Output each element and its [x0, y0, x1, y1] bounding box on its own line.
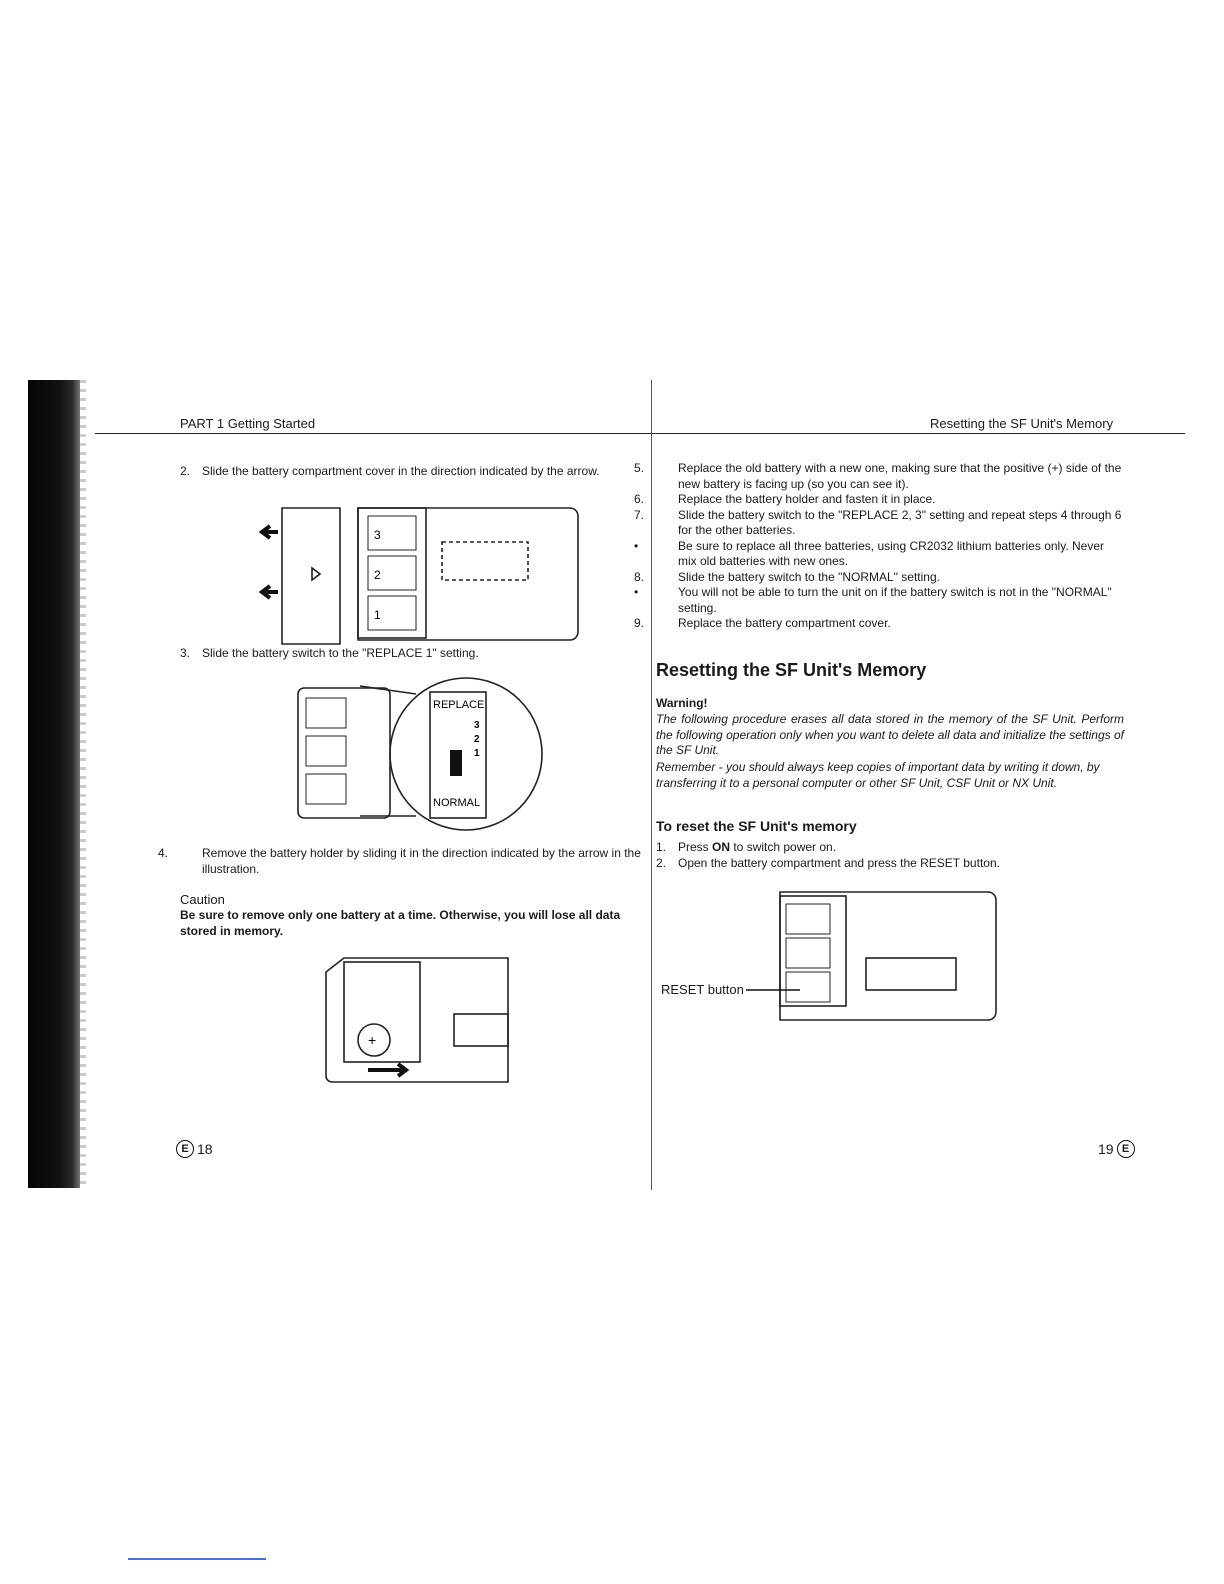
header-right: Resetting the SF Unit's Memory: [930, 416, 1114, 431]
battery-slots: 3 2 1: [367, 515, 417, 631]
on-key: ON: [712, 840, 731, 854]
unit-body: [325, 957, 509, 1083]
reset-steps: 1.Press ON to switch power on. 2.Open th…: [656, 840, 1124, 871]
caution-text: Be sure to remove only one battery at a …: [180, 908, 621, 938]
battery-bay: [779, 895, 847, 1007]
coin-battery: [357, 1023, 391, 1057]
replace-label: REPLACE: [433, 699, 484, 711]
display-window: [453, 1013, 509, 1047]
scan-margin-bar: [28, 380, 86, 1188]
pos-2: 2: [474, 734, 480, 745]
figure-reset-button: [746, 891, 997, 1021]
page-num: 19: [1098, 1141, 1114, 1157]
pos-3: 3: [474, 720, 480, 731]
page-letter: E: [176, 1140, 194, 1158]
battery-label-2: 2: [374, 568, 381, 582]
unit-corner: [297, 687, 391, 819]
step-number: 3.: [180, 646, 191, 660]
list-item: 8.Slide the battery switch to the "NORMA…: [634, 569, 940, 584]
list-item: •You will not be able to turn the unit o…: [634, 585, 1112, 615]
battery-label-3: 3: [374, 528, 381, 542]
battery-bay: [357, 507, 427, 639]
step-2: 2. Slide the battery compartment cover in…: [180, 464, 650, 480]
caution-title: Caution: [180, 892, 225, 907]
slide-arrow: [368, 1062, 410, 1078]
normal-label: NORMAL: [433, 797, 480, 809]
battery-label-1: 1: [374, 608, 381, 622]
step-3: 3. Slide the battery switch to the "REPLA…: [180, 646, 650, 662]
page-letter: E: [1116, 1140, 1135, 1158]
warning-title: Warning!: [656, 696, 708, 710]
step-4: 4. Remove the battery holder by sliding i…: [158, 846, 672, 877]
pos-1: 1: [474, 748, 480, 759]
step-number: 2.: [180, 464, 191, 478]
list-item: 2.Open the battery compartment and press…: [656, 855, 1000, 870]
plus-sign: +: [368, 1032, 376, 1048]
list-item: 7.Slide the battery switch to the "REPLA…: [634, 507, 1122, 538]
list-item: 9.Replace the battery compartment cover.: [634, 616, 891, 630]
reset-button-label: RESET button: [661, 982, 744, 997]
header-left: PART 1 Getting Started: [180, 416, 316, 431]
page-number-left: E 18: [176, 1140, 213, 1158]
page-number-right: 19 E: [1098, 1140, 1135, 1158]
list-item: 5.Replace the old battery with a new one…: [634, 461, 1122, 491]
left-arrows: [258, 524, 278, 600]
list-item: •Be sure to replace all three batteries,…: [634, 538, 1104, 569]
compartment-cover: [281, 507, 341, 645]
warning-remember: Remember - you should always keep copies…: [656, 760, 1100, 790]
list-item: 6.Replace the battery holder and fasten …: [634, 492, 936, 506]
figure-battery-holder: +: [325, 957, 509, 1083]
step-text: Slide the battery compartment cover in t…: [202, 464, 600, 478]
step-number: 4.: [158, 846, 169, 860]
display-window: [441, 541, 529, 581]
center-divider: [651, 380, 652, 1190]
figure-switch-detail: REPLACE NORMAL 3 2 1: [297, 677, 543, 831]
switch-panel: [429, 691, 487, 819]
section-title: Resetting the SF Unit's Memory: [656, 660, 927, 680]
list-item: 1.Press ON to switch power on.: [656, 840, 837, 854]
display-window: [865, 957, 957, 991]
step-text: Slide the battery switch to the "REPLACE…: [202, 646, 479, 660]
steps-list: 5.Replace the old battery with a new one…: [634, 461, 1124, 632]
unit-body: [779, 891, 997, 1021]
unit-body: [357, 507, 579, 641]
cover-arrow-mark: [311, 566, 322, 582]
magnifier-lines: [359, 685, 417, 817]
page-num: 18: [197, 1141, 213, 1157]
subsection-title: To reset the SF Unit's memory: [656, 818, 857, 834]
figure-cover-slide: 3 2 1: [258, 507, 579, 645]
battery-holder: [343, 961, 421, 1063]
header-rule: [95, 433, 1185, 434]
switch-knob: [450, 750, 462, 776]
scan-edge-line: [128, 1558, 266, 1560]
magnifier-circle: [389, 677, 543, 831]
warning-text: The following procedure erases all data …: [656, 712, 1124, 757]
step-text: Remove the battery holder by sliding it …: [202, 846, 641, 876]
